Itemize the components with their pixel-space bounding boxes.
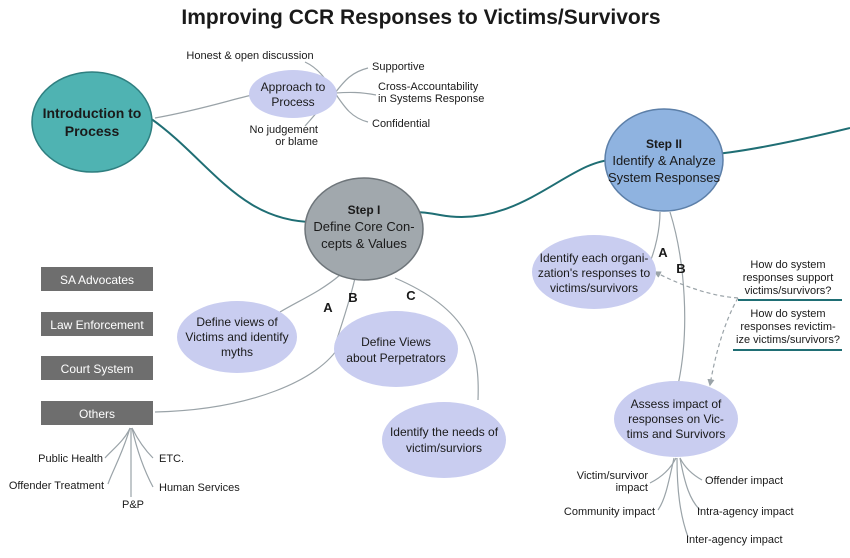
step1-label-2: cepts & Values xyxy=(321,236,407,251)
step1-letter-c: C xyxy=(406,288,416,303)
group-label-court-system: Court System xyxy=(61,362,134,376)
approach-label-1: Approach to xyxy=(261,80,326,94)
intro-node[interactable]: Introduction to Process xyxy=(31,71,153,173)
approach-item-cross-1: Cross-Accountability xyxy=(378,81,479,93)
connector-lines xyxy=(104,61,703,538)
group-box-others[interactable]: Others xyxy=(41,401,153,425)
step1-letter-a: A xyxy=(323,300,333,315)
group-box-court-system[interactable]: Court System xyxy=(41,356,153,380)
group-box-law-enforcement[interactable]: Law Enforcement xyxy=(41,312,153,336)
step2-b-line-3: tims and Survivors xyxy=(627,427,726,441)
step2-b-line-2: responses on Vic- xyxy=(628,412,724,426)
step2-a-line-1: Identify each organi- xyxy=(540,251,649,265)
step2-a-line-3: victims/survivors xyxy=(550,281,638,295)
intro-label-2: Process xyxy=(65,123,120,139)
step2-letter-a: A xyxy=(658,245,668,260)
step1-b-line-2: about Perpetrators xyxy=(346,351,445,365)
impact-inter-agency: Inter-agency impact xyxy=(686,534,783,546)
step1-c-line-2: victim/surviors xyxy=(406,441,482,455)
impact-victim-1: Victim/survivor xyxy=(577,470,649,482)
question-revictimize: How do system responses revictim- ize vi… xyxy=(733,308,842,351)
others-public-health: Public Health xyxy=(38,453,103,465)
step2-a-line-2: zation's responses to xyxy=(538,266,651,280)
step1-bubble-a[interactable]: Define views of Victims and identify myt… xyxy=(177,301,297,373)
others-etc: ETC. xyxy=(159,453,184,465)
approach-item-supportive: Supportive xyxy=(372,61,425,73)
question-support-line-1: How do system xyxy=(750,259,825,271)
step1-bubble-c[interactable]: Identify the needs of victim/surviors xyxy=(382,402,506,478)
step2-bubble-a[interactable]: Identify each organi- zation's responses… xyxy=(532,235,656,309)
step2-letter-b: B xyxy=(676,261,685,276)
approach-item-nojudgement-1: No judgement xyxy=(250,124,319,136)
approach-item-honest: Honest & open discussion xyxy=(186,50,313,62)
step2-label-2: System Responses xyxy=(608,170,720,185)
step2-node[interactable]: Step II Identify & Analyze System Respon… xyxy=(604,108,724,212)
step1-a-line-2: Victims and identify xyxy=(185,330,288,344)
approach-item-cross-2: in Systems Response xyxy=(378,93,484,105)
step1-bubble-b[interactable]: Define Views about Perpetrators xyxy=(334,311,458,387)
step1-a-line-1: Define views of xyxy=(196,315,278,329)
impact-offender: Offender impact xyxy=(705,475,783,487)
diagram-title: Improving CCR Responses to Victims/Survi… xyxy=(181,6,660,29)
approach-label-2: Process xyxy=(271,95,314,109)
question-revictimize-line-3: ize victims/survivors? xyxy=(736,334,840,346)
group-label-others: Others xyxy=(79,407,115,421)
step2-label-1: Identify & Analyze xyxy=(612,153,715,168)
dashed-arrow-revictimize xyxy=(707,297,739,387)
question-revictimize-line-1: How do system xyxy=(750,308,825,320)
others-pp: P&P xyxy=(122,499,144,511)
question-revictimize-line-2: responses revictim- xyxy=(740,321,836,333)
step1-c-line-1: Identify the needs of xyxy=(390,425,499,439)
step1-b-line-1: Define Views xyxy=(361,335,431,349)
question-support-line-3: victims/survivors? xyxy=(745,285,832,297)
question-support-line-2: responses support xyxy=(743,272,834,284)
group-label-law-enforcement: Law Enforcement xyxy=(50,318,144,332)
approach-node[interactable]: Approach to Process xyxy=(249,70,337,118)
step1-a-line-3: myths xyxy=(221,345,253,359)
group-label-sa-advocates: SA Advocates xyxy=(60,273,134,287)
intro-label-1: Introduction to xyxy=(43,105,142,121)
step1-label-1: Define Core Con- xyxy=(313,219,414,234)
step1-heading: Step I xyxy=(348,203,381,217)
impact-victim-2: impact xyxy=(616,482,648,494)
step2-b-line-1: Assess impact of xyxy=(631,397,722,411)
impact-community: Community impact xyxy=(564,506,655,518)
group-box-sa-advocates[interactable]: SA Advocates xyxy=(41,267,153,291)
step1-letter-b: B xyxy=(348,290,357,305)
approach-item-nojudgement-2: or blame xyxy=(275,136,318,148)
step2-bubble-b[interactable]: Assess impact of responses on Vic- tims … xyxy=(614,381,738,457)
dashed-arrow-support xyxy=(653,271,739,299)
others-human-services: Human Services xyxy=(159,482,240,494)
step2-heading: Step II xyxy=(646,137,682,151)
impact-intra-agency: Intra-agency impact xyxy=(697,506,794,518)
others-offender-treatment: Offender Treatment xyxy=(9,480,104,492)
question-support: How do system responses support victims/… xyxy=(738,259,842,301)
approach-item-confidential: Confidential xyxy=(372,118,430,130)
step1-node[interactable]: Step I Define Core Con- cepts & Values xyxy=(304,177,424,281)
